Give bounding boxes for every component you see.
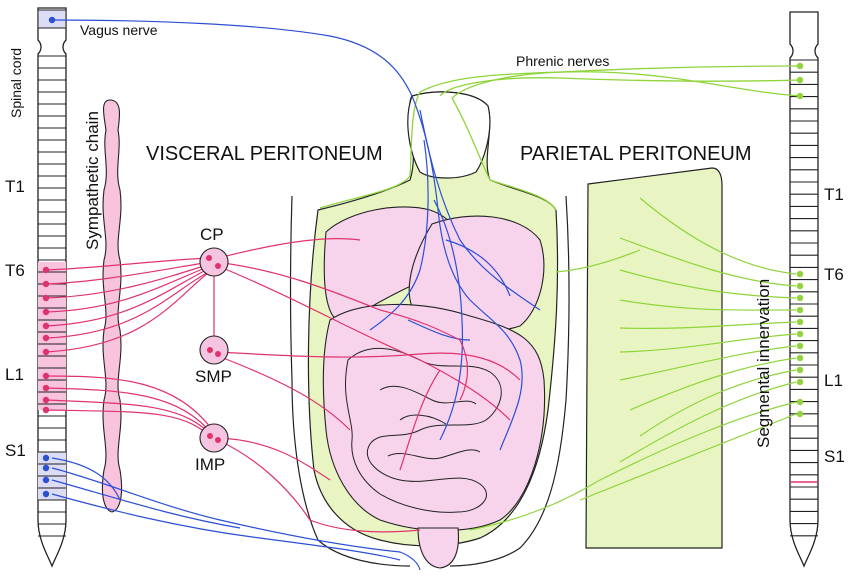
- segmental-root-dot: [796, 62, 804, 70]
- right-cord-segments: [790, 59, 818, 537]
- parietal-peritoneum-label: PARIETAL PERITONEUM: [520, 143, 752, 165]
- segmental-root-dot: [796, 342, 804, 350]
- segmental-root-dot: [796, 306, 804, 314]
- left-spinal-cord: [37, 7, 67, 568]
- sacral-root-dots: [42, 454, 50, 498]
- segmental-root-dot: [796, 354, 804, 362]
- sympathetic-root-dot: [42, 348, 50, 356]
- segmental-innervation-label: Segmental innervation: [754, 279, 773, 448]
- sacral-root-dot: [42, 464, 50, 472]
- cp-label: CP: [200, 225, 224, 244]
- inferior-mesenteric-plexus: [199, 423, 229, 453]
- right-t1-label: T1: [824, 185, 844, 204]
- sympathetic-root-dot: [42, 406, 50, 414]
- superior-mesenteric-plexus: [199, 335, 229, 365]
- segmental-root-dots: [796, 62, 804, 418]
- sympathetic-root-dot: [42, 322, 50, 330]
- left-t1-label: T1: [5, 177, 25, 196]
- vagus-nerve-label: Vagus nerve: [80, 22, 158, 38]
- left-t6-label: T6: [5, 261, 25, 280]
- left-s1-label: S1: [5, 441, 26, 460]
- segmental-root-dot: [796, 282, 804, 290]
- segmental-root-dot: [796, 366, 804, 374]
- right-t6-label: T6: [824, 265, 844, 284]
- segmental-root-dot: [796, 410, 804, 418]
- segmental-innervation-nerves: [469, 197, 797, 531]
- spinal-cord-label: Spinal cord: [8, 48, 24, 118]
- parietal-peritoneum-panel: [585, 167, 723, 549]
- phrenic-nerves-label: Phrenic nerves: [516, 53, 609, 69]
- smp-label: SMP: [195, 367, 232, 386]
- sympathetic-root-dot: [42, 372, 50, 380]
- segmental-root-dot: [796, 76, 804, 84]
- segmental-root-dot: [796, 270, 804, 278]
- visceral-peritoneum-label: VISCERAL PERITONEUM: [146, 143, 383, 165]
- right-spinal-cord: [789, 11, 819, 568]
- segmental-root-dot: [796, 294, 804, 302]
- sympathetic-chain-label: Sympathetic chain: [83, 111, 102, 250]
- vagus-nerve: [51, 19, 541, 571]
- sympathetic-root-dot: [42, 266, 50, 274]
- segmental-root-dot: [796, 318, 804, 326]
- sympathetic-root-dot: [42, 294, 50, 302]
- sympathetic-root-dot: [42, 308, 50, 316]
- segmental-root-dot: [796, 378, 804, 386]
- left-l1-label: L1: [5, 365, 24, 384]
- sympathetic-root-dots: [42, 266, 50, 414]
- segmental-root-dot: [796, 92, 804, 100]
- sympathetic-chain: [101, 99, 123, 513]
- celiac-plexus: [199, 247, 229, 277]
- sacral-root-dot: [42, 490, 50, 498]
- right-l1-label: L1: [824, 371, 843, 390]
- segmental-root-dot: [796, 398, 804, 406]
- sympathetic-root-dot: [42, 396, 50, 404]
- left-cord-segments: [38, 55, 66, 537]
- phrenic-nerves: [319, 65, 801, 211]
- sacral-root-dot: [42, 476, 50, 484]
- sympathetic-nerves: [45, 237, 521, 533]
- sympathetic-root-dot: [42, 384, 50, 392]
- vagus-origin-dot: [48, 16, 56, 24]
- right-s1-label: S1: [824, 447, 845, 466]
- sympathetic-root-dot: [42, 280, 50, 288]
- segmental-root-dot: [796, 330, 804, 338]
- imp-label: IMP: [195, 455, 225, 474]
- sympathetic-root-dot: [42, 334, 50, 342]
- sacral-root-dot: [42, 454, 50, 462]
